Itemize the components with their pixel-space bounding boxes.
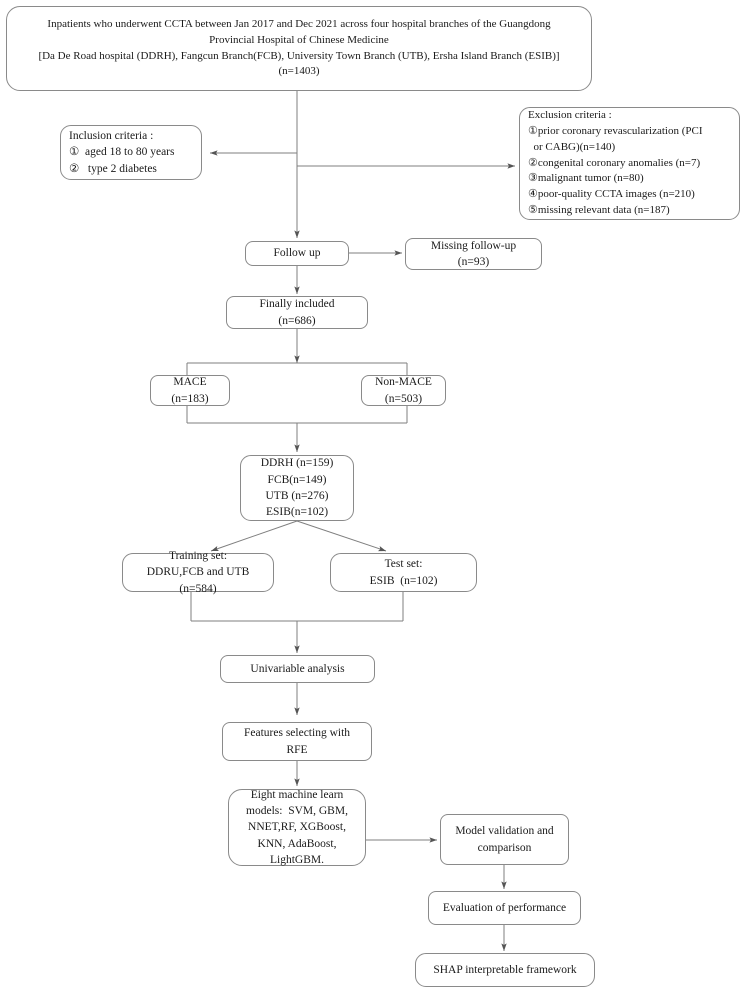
- exclusion-item-5: ⑤missing relevant data (n=187): [528, 204, 670, 217]
- evaluation-label: Evaluation of performance: [442, 901, 567, 914]
- test-set-title: Test set:: [384, 558, 423, 571]
- validation-line-2: comparison: [477, 841, 532, 854]
- cohort-line-2: Provincial Hospital of Chinese Medicine: [209, 33, 389, 46]
- shap-label: SHAP interpretable framework: [433, 963, 577, 976]
- training-set-title: Training set:: [168, 550, 228, 563]
- branch-fcb: FCB(n=149): [267, 473, 327, 486]
- inclusion-item-2: ② type 2 diabetes: [69, 162, 157, 175]
- finally-included-count: (n=686): [278, 314, 316, 327]
- node-follow-up: Follow up: [245, 241, 349, 266]
- branch-ddrh: DDRH (n=159): [260, 457, 334, 470]
- node-branch-breakdown: DDRH (n=159) FCB(n=149) UTB (n=276) ESIB…: [240, 455, 354, 521]
- models-line-3: NNET,RF, XGBoost,: [248, 821, 346, 834]
- node-inclusion-criteria: Inclusion criteria : ① aged 18 to 80 yea…: [60, 125, 202, 180]
- exclusion-item-4: ④poor-quality CCTA images (n=210): [528, 188, 695, 201]
- non-mace-label: Non-MACE: [375, 376, 432, 389]
- branch-esib: ESIB(n=102): [265, 506, 329, 519]
- univariable-label: Univariable analysis: [250, 662, 345, 675]
- node-model-validation: Model validation and comparison: [440, 814, 569, 865]
- test-set-sites: ESIB (n=102): [369, 574, 438, 587]
- cohort-line-3: [Da De Road hospital (DDRH), Fangcun Bra…: [38, 49, 560, 62]
- mace-label: MACE: [173, 376, 207, 389]
- node-training-set: Training set: DDRU,FCB and UTB (n=584): [122, 550, 274, 595]
- exclusion-item-1-cont: or CABG)(n=140): [528, 140, 616, 153]
- finally-included-label: Finally included: [259, 298, 335, 311]
- missing-follow-up-label: Missing follow-up: [430, 239, 517, 252]
- missing-follow-up-count: (n=93): [457, 256, 490, 268]
- node-machine-learning-models: Eight machine learn models: SVM, GBM, NN…: [228, 789, 366, 866]
- validation-line-1: Model validation and: [455, 825, 554, 838]
- models-line-5: LightGBM.: [270, 854, 324, 866]
- node-missing-follow-up: Missing follow-up (n=93): [405, 238, 542, 270]
- exclusion-item-2: ②congenital coronary anomalies (n=7): [528, 156, 701, 169]
- mace-count: (n=183): [171, 392, 209, 405]
- node-exclusion-criteria: Exclusion criteria : ①prior coronary rev…: [519, 107, 740, 220]
- node-non-mace: Non-MACE (n=503): [361, 375, 446, 406]
- models-line-2: models: SVM, GBM,: [246, 805, 348, 818]
- training-set-sites: DDRU,FCB and UTB: [146, 566, 250, 579]
- inclusion-item-1: ① aged 18 to 80 years: [69, 146, 175, 159]
- exclusion-title: Exclusion criteria :: [528, 108, 612, 121]
- node-mace: MACE (n=183): [150, 375, 230, 406]
- node-evaluation-of-performance: Evaluation of performance: [428, 891, 581, 925]
- node-univariable-analysis: Univariable analysis: [220, 655, 375, 683]
- training-set-count: (n=584): [179, 582, 217, 595]
- node-test-set: Test set: ESIB (n=102): [330, 553, 477, 592]
- inclusion-title: Inclusion criteria :: [69, 130, 154, 142]
- exclusion-item-1: ①prior coronary revascularization (PCI: [528, 124, 703, 137]
- node-shap-framework: SHAP interpretable framework: [415, 953, 595, 987]
- edge-branches-to-training: [210, 520, 298, 552]
- models-line-1: Eight machine learn: [250, 788, 344, 801]
- node-feature-selection-rfe: Features selecting with RFE: [222, 722, 372, 761]
- cohort-line-4: (n=1403): [278, 65, 320, 78]
- cohort-line-1: Inpatients who underwent CCTA between Ja…: [47, 18, 551, 31]
- rfe-line-2: RFE: [286, 743, 308, 756]
- branch-utb: UTB (n=276): [265, 490, 329, 502]
- edge-branches-to-test: [296, 520, 387, 552]
- non-mace-count: (n=503): [384, 392, 423, 405]
- exclusion-item-3: ③malignant tumor (n=80): [528, 172, 644, 185]
- node-finally-included: Finally included (n=686): [226, 296, 368, 329]
- follow-up-label: Follow up: [273, 247, 321, 260]
- models-line-4: KNN, AdaBoost,: [257, 837, 337, 850]
- rfe-line-1: Features selecting with: [243, 727, 351, 740]
- node-cohort: Inpatients who underwent CCTA between Ja…: [6, 6, 592, 91]
